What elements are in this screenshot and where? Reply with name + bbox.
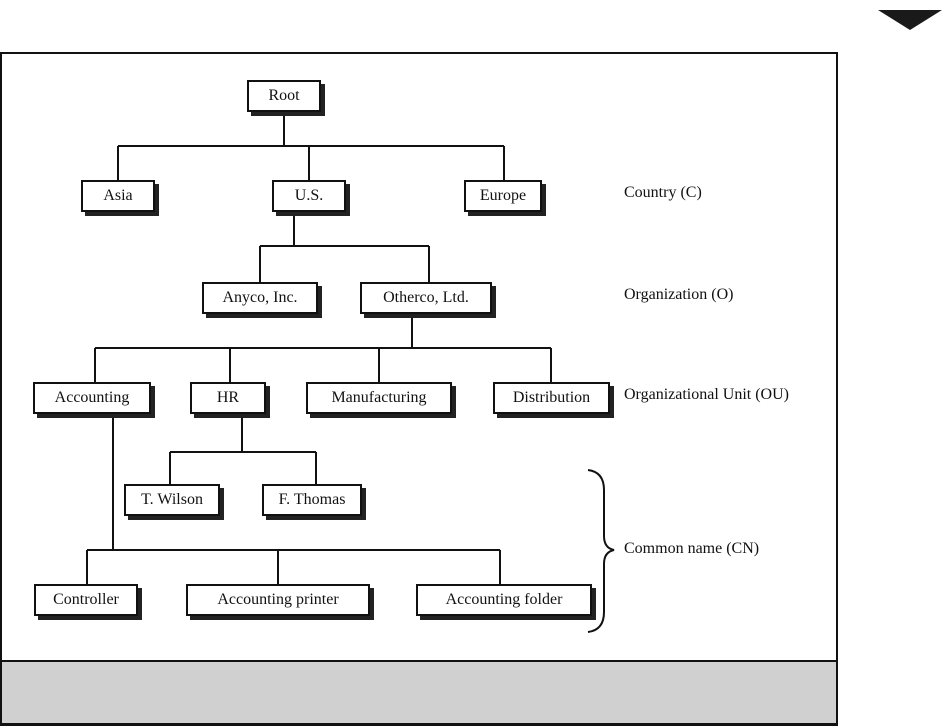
node-us: U.S.: [272, 180, 346, 212]
level-label-common-name: Common name (CN): [624, 540, 760, 557]
node-twilson: T. Wilson: [124, 484, 220, 516]
level-label-country: Country (C): [624, 184, 702, 201]
node-distribution: Distribution: [493, 382, 610, 414]
node-manufacturing: Manufacturing: [306, 382, 452, 414]
node-otherco: Otherco, Ltd.: [360, 282, 492, 314]
node-asia: Asia: [81, 180, 155, 212]
page-turn-arrow-icon: [878, 10, 942, 30]
node-accounting-folder: Accounting folder: [416, 584, 592, 616]
node-anyco: Anyco, Inc.: [202, 282, 318, 314]
node-controller: Controller: [34, 584, 138, 616]
common-name-brace: [587, 469, 615, 633]
level-label-org-unit: Organizational Unit (OU): [624, 386, 789, 403]
node-fthomas: F. Thomas: [262, 484, 362, 516]
node-accounting-printer: Accounting printer: [186, 584, 370, 616]
level-label-organization: Organization (O): [624, 286, 734, 303]
node-hr: HR: [190, 382, 266, 414]
caption-bar: [0, 660, 838, 725]
node-accounting: Accounting: [33, 382, 151, 414]
node-root: Root: [247, 80, 321, 112]
node-europe: Europe: [464, 180, 542, 212]
